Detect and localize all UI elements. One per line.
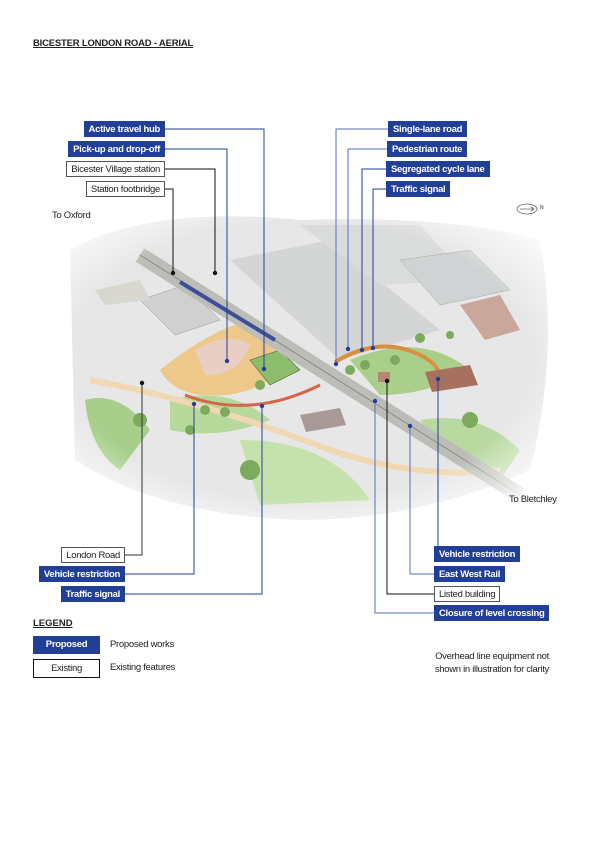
label-east-west-rail: East West Rail — [434, 566, 506, 582]
direction-west: To Oxford — [52, 210, 91, 221]
legend-desc-existing: Existing features — [110, 662, 176, 673]
legend-key-proposed: Proposed — [33, 636, 100, 654]
label-traffic-signal-south: Traffic signal — [60, 586, 125, 602]
clarity-note: Overhead line equipment not shown in ill… — [435, 650, 549, 676]
aerial-base — [0, 180, 600, 540]
label-traffic-signal-north: Traffic signal — [386, 181, 451, 197]
label-single-lane-road: Single-lane road — [388, 121, 468, 137]
clarity-note-line-2: shown in illustration for clarity — [434, 664, 549, 675]
leader-lines — [125, 128, 439, 614]
label-closure-level-crossing: Closure of level crossing — [434, 605, 550, 621]
leader-dots — [139, 270, 441, 429]
north-arrow-label: N — [540, 205, 544, 211]
legend-key-existing: Existing — [33, 659, 100, 678]
direction-east: To Bletchley — [509, 494, 557, 505]
label-listed-building: Listed building — [434, 586, 501, 602]
label-pick-up-drop-off: Pick-up and drop-off — [68, 141, 165, 157]
label-segregated-cycle-lane: Segregated cycle lane — [386, 161, 490, 177]
label-active-travel-hub: Active travel hub — [83, 121, 165, 137]
label-bicester-village-station: Bicester Village station — [66, 161, 165, 177]
clarity-note-line-1: Overhead line equipment not — [435, 651, 549, 662]
legend-heading: LEGEND — [33, 618, 73, 629]
page-title: BICESTER LONDON ROAD - AERIAL — [33, 38, 194, 49]
label-station-footbridge: Station footbridge — [85, 181, 165, 197]
label-vehicle-restriction-west: Vehicle restriction — [38, 566, 125, 582]
label-pedestrian-route: Pedestrian route — [387, 141, 468, 157]
legend-desc-proposed: Proposed works — [110, 639, 174, 650]
north-arrow-icon — [516, 203, 538, 215]
label-london-road: London Road — [61, 547, 125, 563]
label-vehicle-restriction-east: Vehicle restriction — [434, 546, 521, 562]
